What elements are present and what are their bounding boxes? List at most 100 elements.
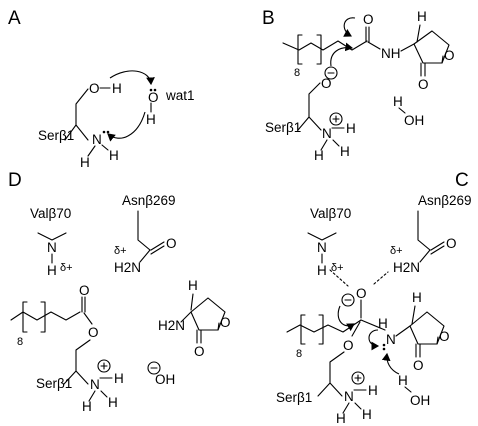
water-hydroxyl: OH bbox=[404, 113, 424, 128]
positive-charge bbox=[351, 371, 365, 385]
negative-charge bbox=[324, 66, 338, 80]
ring-oxygen: O bbox=[439, 329, 450, 344]
hydroxyl-hydrogen: H bbox=[112, 81, 122, 96]
hydroxide: OH bbox=[155, 372, 175, 387]
water-label: wat1 bbox=[165, 88, 195, 103]
ammonium-h1: H bbox=[314, 148, 324, 163]
asparagine-amine: H2N bbox=[114, 260, 141, 275]
panel-b-label: B bbox=[262, 8, 275, 29]
asparagine-oxygen: O bbox=[446, 236, 457, 251]
curved-arrow bbox=[109, 70, 155, 86]
lactone-oxygen: O bbox=[418, 77, 429, 92]
carbonyl-bond bbox=[365, 26, 370, 43]
ammonium-nitrogen: N bbox=[322, 126, 332, 141]
lactone-carbonyl bbox=[415, 343, 421, 358]
serine-oxygen: O bbox=[89, 81, 100, 96]
chain-count: 8 bbox=[17, 336, 23, 348]
curved-arrow bbox=[107, 111, 146, 142]
acyl-chain bbox=[10, 311, 81, 321]
curved-arrow bbox=[381, 352, 400, 375]
ammonium-h1: H bbox=[82, 399, 92, 414]
serine-backbone bbox=[317, 351, 345, 397]
valine-nitrogen: N bbox=[47, 240, 57, 255]
water-hydrogen: H bbox=[398, 373, 408, 388]
curved-arrow bbox=[343, 17, 356, 37]
oxyanion-hydrogen-bond bbox=[329, 269, 389, 287]
asparagine-carbonyl bbox=[430, 241, 445, 255]
curved-arrow bbox=[368, 329, 380, 351]
serine-backbone bbox=[63, 339, 91, 385]
stereo-hydrogen: H bbox=[417, 9, 427, 24]
serine-backbone bbox=[64, 88, 89, 141]
serine-cn-bond bbox=[75, 124, 89, 141]
panel-d: D Valβ70 N H δ+ Asnβ269 O H2N δ+ 8 O O N… bbox=[8, 170, 231, 414]
ammonium-nitrogen: N bbox=[90, 377, 100, 392]
chain-bracket bbox=[22, 301, 28, 333]
amine-h1: H bbox=[80, 155, 90, 170]
water-hydrogen: H bbox=[146, 112, 156, 127]
panel-b: B 8 O NH H O O O N H H H H OH bbox=[262, 8, 455, 163]
lactone-ring bbox=[190, 297, 226, 331]
serine-cn-bond bbox=[308, 116, 322, 131]
amide-nitrogen: N bbox=[386, 332, 396, 347]
serine-label: Serβ1 bbox=[38, 128, 74, 143]
serine-cn-bond bbox=[75, 370, 89, 385]
panel-a-label: A bbox=[8, 8, 21, 29]
asparagine-chain bbox=[417, 210, 431, 251]
ester-carbonyl-oxygen: O bbox=[79, 283, 90, 298]
chain-bracket bbox=[297, 34, 303, 65]
valine-delta: δ+ bbox=[331, 262, 344, 274]
chain-count: 8 bbox=[294, 67, 300, 79]
lactone-oxygen: O bbox=[194, 344, 205, 359]
ammonium-h2: H bbox=[362, 407, 372, 422]
serine-label: Serβ1 bbox=[276, 390, 312, 405]
serine-backbone bbox=[297, 82, 321, 131]
asparagine-oxygen: O bbox=[166, 236, 177, 251]
ammonium-h2: H bbox=[108, 395, 118, 410]
ammonium-h2: H bbox=[340, 144, 350, 159]
ammonium-h3: H bbox=[368, 383, 378, 398]
chain-count: 8 bbox=[296, 348, 302, 360]
serine-cn-bond bbox=[329, 382, 343, 397]
amine-nitrogen: N bbox=[92, 132, 102, 147]
amide-hydrogen: H bbox=[378, 316, 388, 331]
valine-hydrogen: H bbox=[47, 263, 57, 278]
water-hydroxyl: OH bbox=[410, 393, 430, 408]
lactone-oxygen: O bbox=[413, 358, 424, 373]
ammonium-h3: H bbox=[346, 121, 356, 136]
lactone-ring bbox=[409, 311, 445, 345]
panel-c-label: C bbox=[455, 170, 469, 191]
acyl-chain bbox=[282, 40, 368, 51]
valine-delta: δ+ bbox=[60, 262, 73, 274]
ester-carbonyl bbox=[81, 296, 86, 313]
serine-oxygen: O bbox=[343, 338, 354, 353]
panel-c: C Valβ70 N H δ+ Asnβ269 O H2N δ+ O 8 N H… bbox=[276, 170, 472, 426]
positive-charge bbox=[329, 112, 343, 126]
ammonium-h1: H bbox=[336, 411, 346, 426]
amine-h2: H bbox=[109, 148, 119, 163]
lactone-ring bbox=[413, 30, 450, 64]
valine-label: Valβ70 bbox=[310, 206, 351, 221]
ammonium-nitrogen: N bbox=[344, 389, 354, 404]
lactone-carbonyl bbox=[420, 62, 426, 77]
asparagine-label: Asnβ269 bbox=[122, 193, 176, 208]
ammonium-h3: H bbox=[114, 371, 124, 386]
asparagine-carbonyl bbox=[150, 241, 165, 255]
asparagine-label: Asnβ269 bbox=[418, 193, 472, 208]
lactone-carbonyl bbox=[196, 329, 202, 344]
ester-oxygen: O bbox=[88, 325, 99, 340]
panel-a: A O H N H H O H wat1 Serβ1 bbox=[8, 8, 195, 170]
water-oxygen: O bbox=[148, 90, 159, 105]
alkoxide-oxygen: O bbox=[321, 76, 332, 91]
amide-nh: NH bbox=[381, 46, 401, 61]
ring-oxygen: O bbox=[220, 315, 231, 330]
valine-bonds bbox=[307, 232, 337, 241]
stereo-hydrogen: H bbox=[188, 278, 198, 293]
asparagine-delta: δ+ bbox=[114, 245, 127, 257]
chain-bracket bbox=[40, 301, 46, 333]
chain-bracket bbox=[316, 34, 322, 65]
stereo-hydrogen: H bbox=[412, 290, 422, 305]
asparagine-delta: δ+ bbox=[390, 245, 403, 257]
curved-arrow bbox=[330, 42, 354, 67]
